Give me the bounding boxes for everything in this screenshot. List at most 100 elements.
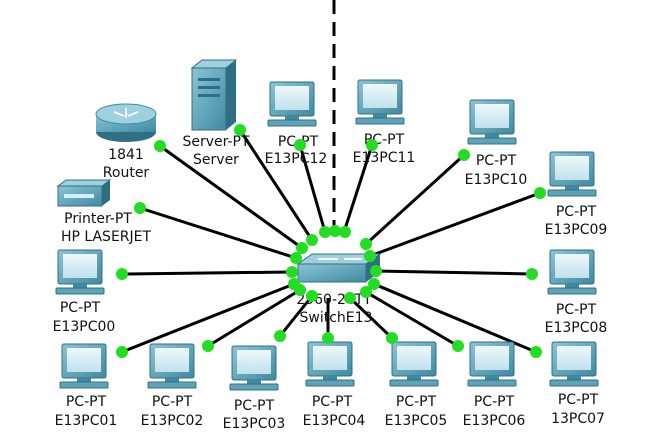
link-server: [238, 129, 314, 241]
pc02-label-name: E13PC02: [141, 413, 204, 429]
link-pc02: [207, 288, 301, 348]
pc00-label-name: E13PC00: [53, 319, 116, 335]
pc-icon: [549, 341, 599, 387]
link-pc10: [364, 153, 466, 246]
pc01-label-model: PC-PT: [66, 394, 107, 410]
pc04-device[interactable]: [305, 341, 355, 387]
link-pc08: [375, 269, 533, 276]
pc01-label-name: E13PC01: [55, 413, 118, 429]
pc-icon: [267, 81, 317, 127]
port-dot: [116, 268, 128, 280]
pc-icon: [467, 341, 517, 387]
printer-device[interactable]: [56, 179, 112, 207]
pc03-device[interactable]: [229, 345, 279, 391]
pc05-label-name: E13PC05: [385, 413, 448, 429]
switch-icon: [296, 253, 382, 283]
link-pc07: [373, 282, 537, 354]
port-dot: [322, 332, 334, 344]
switch-port-dot: [368, 278, 380, 290]
links: [121, 129, 541, 354]
switch-port-dot: [306, 290, 318, 302]
port-dot: [458, 149, 470, 161]
pc08-device[interactable]: [547, 249, 597, 295]
link-pc00: [121, 270, 293, 276]
pc05-label-model: PC-PT: [396, 394, 437, 410]
switch-port-dot: [360, 238, 372, 250]
server-icon: [190, 59, 238, 131]
link-router: [159, 144, 303, 250]
pc01-device[interactable]: [59, 343, 109, 389]
link-pc03: [278, 295, 314, 337]
pc12-label-name: E13PC12: [265, 151, 328, 167]
server-device[interactable]: [190, 59, 238, 131]
switch-port-dot: [339, 226, 351, 238]
pc06-device[interactable]: [467, 341, 517, 387]
link-pc06: [365, 290, 459, 348]
pc09-label-model: PC-PT: [556, 204, 597, 220]
pc-icon: [547, 249, 597, 295]
pc12-device[interactable]: [267, 81, 317, 127]
port-dot: [116, 346, 128, 358]
pc04-label-name: E13PC04: [303, 413, 366, 429]
pc07-label-model: PC-PT: [558, 392, 599, 408]
port-dot: [202, 340, 214, 352]
pc-icon: [305, 341, 355, 387]
pc10-device[interactable]: [467, 99, 517, 145]
port-dot: [530, 346, 542, 358]
router-icon: [95, 103, 157, 142]
pc11-device[interactable]: [355, 79, 405, 125]
pc-icon: [147, 343, 197, 389]
switch-port-dot: [370, 265, 382, 277]
port-dot: [274, 330, 286, 342]
pc11-label-name: E13PC11: [353, 150, 416, 166]
pc07-device[interactable]: [549, 341, 599, 387]
link-pc09: [369, 191, 541, 258]
switch-port-dot: [360, 286, 372, 298]
pc03-label-model: PC-PT: [234, 398, 275, 414]
pc06-label-model: PC-PT: [474, 394, 515, 410]
switch-port-dot: [286, 266, 298, 278]
switch-label-name: SwitchE13: [300, 310, 373, 326]
port-dot: [154, 140, 166, 152]
switch-port-dot: [319, 226, 331, 238]
printer-label-model: Printer-PT: [64, 211, 132, 227]
link-pc11: [342, 144, 374, 233]
port-indicators: [116, 124, 546, 358]
pc09-label-name: E13PC09: [545, 222, 608, 238]
pc02-device[interactable]: [147, 343, 197, 389]
pc00-device[interactable]: [55, 249, 105, 295]
port-dot: [526, 268, 538, 280]
pc04-label-model: PC-PT: [312, 394, 353, 410]
pc09-device[interactable]: [547, 151, 597, 197]
switch-port-dot: [344, 292, 356, 304]
printer-icon: [56, 179, 112, 207]
port-dot: [366, 139, 378, 151]
switch-device[interactable]: [296, 253, 382, 283]
link-pc01: [121, 282, 295, 354]
switch-port-dot: [364, 250, 376, 262]
server-label-name: Server: [193, 152, 239, 168]
switch-port-dot: [296, 242, 308, 254]
pc-icon: [355, 79, 405, 125]
switch-port-dot: [294, 284, 306, 296]
pc-icon: [229, 345, 279, 391]
router-label-model: 1841: [108, 147, 144, 163]
pc00-label-model: PC-PT: [60, 300, 101, 316]
switch-port-dot: [329, 225, 341, 237]
pc-icon: [59, 343, 109, 389]
port-dot: [234, 124, 246, 136]
router-device[interactable]: [95, 103, 157, 142]
pc02-label-model: PC-PT: [152, 394, 193, 410]
pc10-label-model: PC-PT: [476, 153, 517, 169]
pc10-label-name: E13PC10: [465, 172, 528, 188]
pc05-device[interactable]: [389, 341, 439, 387]
link-printer: [139, 206, 297, 260]
printer-label-name: HP LASERJET: [61, 229, 152, 245]
pc08-label-name: E13PC08: [545, 320, 608, 336]
pc-icon: [55, 249, 105, 295]
switch-port-dot: [290, 252, 302, 264]
port-dot: [534, 187, 546, 199]
link-pc05: [348, 296, 394, 340]
pc08-label-model: PC-PT: [556, 302, 597, 318]
